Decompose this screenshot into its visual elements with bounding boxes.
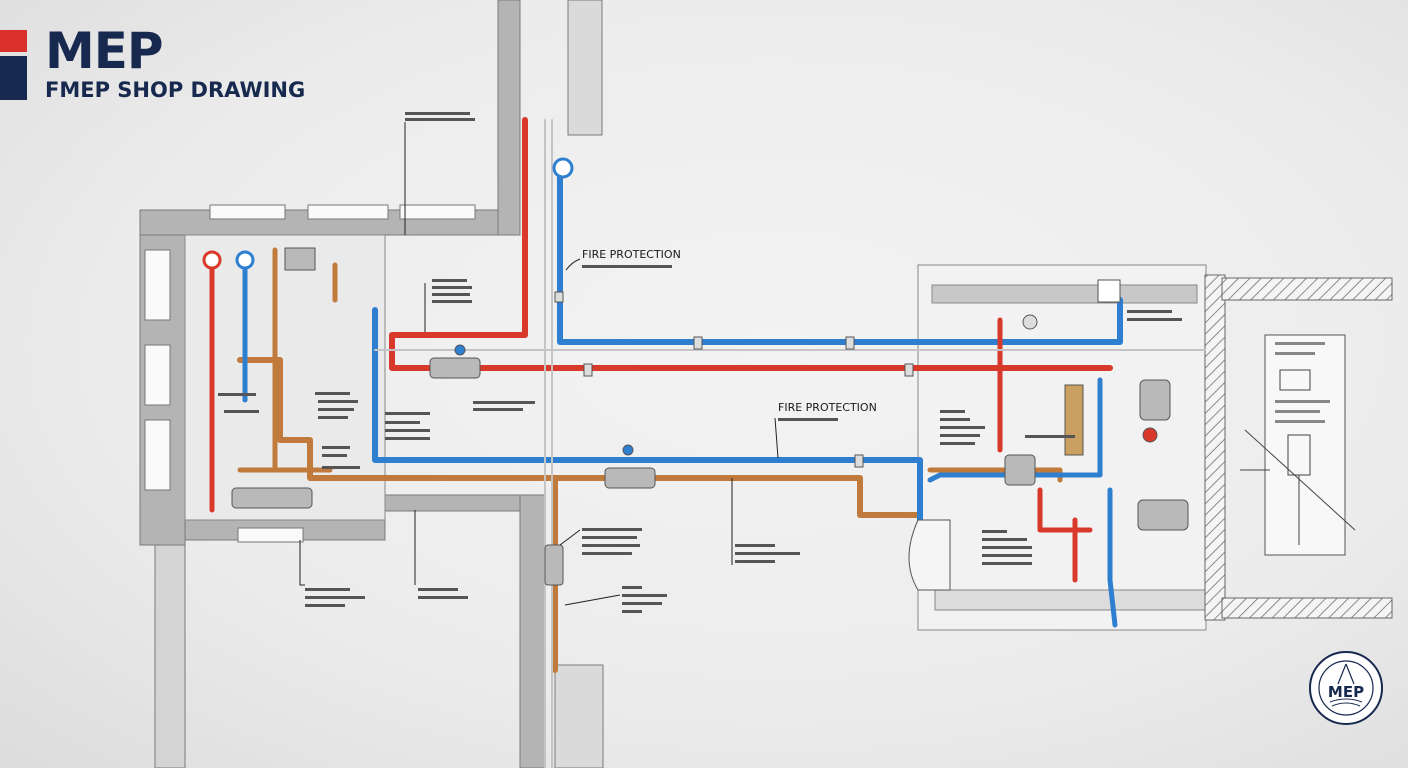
wall-column-top	[567, 0, 603, 136]
mechanical-room	[917, 264, 1207, 631]
logo-red-block	[0, 30, 27, 52]
logo-navy-block	[0, 56, 27, 100]
illegible-annotations	[218, 112, 1182, 613]
copper-pipe-main	[237, 357, 921, 673]
logo-title: MEP	[45, 22, 164, 80]
label-fire-protection-upper: FIRE PROTECTION	[582, 248, 681, 261]
valves-fittings	[231, 247, 1189, 591]
drawing-subtitle: FMEP SHOP DRAWING	[45, 78, 306, 102]
hot-water-pipe-room	[997, 317, 1093, 583]
copper-pipe-riser	[237, 247, 338, 473]
stamp-text: MEP	[1328, 683, 1364, 701]
mep-certification-stamp: MEP	[1309, 651, 1383, 725]
gauges	[202, 157, 1158, 443]
label-fire-protection-lower: FIRE PROTECTION	[778, 401, 877, 414]
pipe-hangers	[554, 291, 914, 468]
hot-water-pipe-main	[389, 117, 1113, 371]
hatched-wall-top	[1221, 277, 1393, 301]
grey-service-lines	[374, 119, 1206, 768]
wall-vertical-bottom	[519, 494, 546, 768]
cold-water-pipe-lower	[372, 307, 923, 543]
detail-panel	[1264, 334, 1346, 556]
cold-water-pipe-upper	[557, 162, 1123, 345]
leader-lines	[299, 122, 779, 606]
wall-left-stub	[154, 544, 186, 768]
wall-column-bottom	[554, 664, 604, 768]
wall-vertical-top	[497, 0, 521, 236]
windows	[144, 204, 476, 543]
hatched-wall-bottom	[1221, 597, 1393, 619]
hatched-wall-vertical	[1204, 274, 1226, 621]
